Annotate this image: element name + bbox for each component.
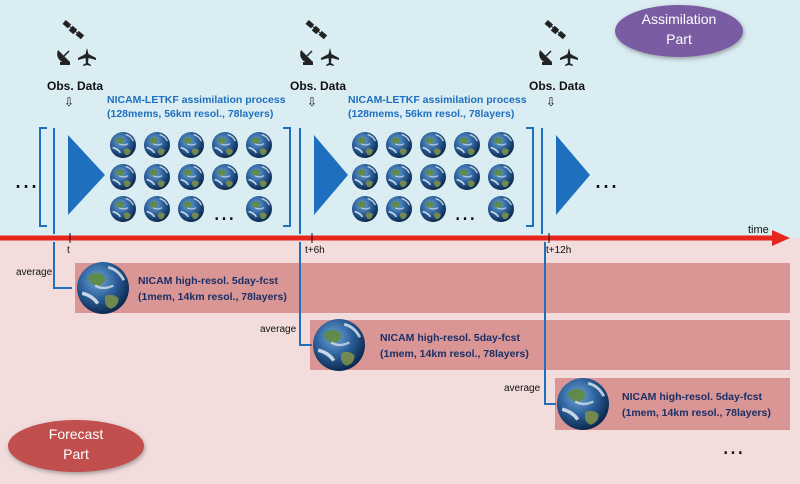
earth-globe-icon <box>177 163 205 191</box>
ensemble-members-2 <box>351 131 515 223</box>
ellipsis-forecast: … <box>722 435 744 460</box>
funnel-triangle-1 <box>68 135 105 215</box>
average-label-3: average <box>504 383 541 394</box>
obs-group-3: Obs. Data ⇩ <box>529 19 585 109</box>
forecast-3-line2: (1mem, 14km resol., 78layers) <box>622 407 771 419</box>
ensemble-bracket-left-1 <box>39 127 47 227</box>
tick-label-t6: t+6h <box>305 245 325 256</box>
obs-down-arrow: ⇩ <box>546 95 556 109</box>
ensemble-bracket-right-1 <box>283 127 291 227</box>
earth-globe-icon <box>487 163 515 191</box>
average-line-2 <box>299 242 312 346</box>
obs-down-arrow: ⇩ <box>64 95 74 109</box>
forecast-1-line1: NICAM high-resol. 5day-fcst <box>138 275 279 287</box>
earth-globe-icon <box>419 195 447 223</box>
earth-globe-icon <box>385 131 413 159</box>
ellipsis-start: … <box>14 166 38 194</box>
ellipsis-ensemble-1: … <box>213 201 235 226</box>
obs-down-arrow: ⇩ <box>307 95 317 109</box>
forecast-2-line1: NICAM high-resol. 5day-fcst <box>380 332 521 344</box>
earth-globe-icon <box>245 131 273 159</box>
ellipsis-after-funnel: … <box>594 166 618 194</box>
earth-globe-icon <box>211 163 239 191</box>
earth-globe-icon <box>245 163 273 191</box>
forecast-badge-line2: Part <box>63 446 89 462</box>
forecast-globe-2 <box>311 317 367 373</box>
earth-globe-icon <box>109 163 137 191</box>
earth-globe-icon <box>177 195 205 223</box>
earth-globe-icon <box>177 131 205 159</box>
forecast-1-line2: (1mem, 14km resol., 78layers) <box>138 291 287 303</box>
forecast-part-badge <box>8 420 144 472</box>
forecast-globe-1 <box>75 260 131 316</box>
funnel-triangle-3 <box>556 135 590 215</box>
earth-globe-icon <box>487 131 515 159</box>
ensemble-bracket-right-2 <box>526 127 534 227</box>
earth-globe-icon <box>109 131 137 159</box>
forecast-globe-3 <box>555 376 611 432</box>
earth-globe-icon <box>385 195 413 223</box>
forecast-badge-line1: Forecast <box>49 426 104 442</box>
funnel-triangle-2 <box>314 135 348 215</box>
assimilation-part-badge <box>615 5 743 57</box>
earth-globe-icon <box>351 163 379 191</box>
earth-globe-icon <box>487 195 515 223</box>
earth-globe-icon <box>143 131 171 159</box>
earth-globe-icon <box>419 163 447 191</box>
earth-globe-icon <box>351 131 379 159</box>
average-label-1: average <box>16 267 53 278</box>
forecast-2-line2: (1mem, 14km resol., 78layers) <box>380 348 529 360</box>
earth-globe-icon <box>385 163 413 191</box>
earth-globe-icon <box>419 131 447 159</box>
ensemble-members-1 <box>109 131 273 223</box>
obs-group-1: Obs. Data ⇩ <box>47 19 103 109</box>
process-1-line2: (128mems, 56km resol., 78layers) <box>107 108 273 120</box>
process-2-line2: (128mems, 56km resol., 78layers) <box>348 108 514 120</box>
obs-data-label: Obs. Data <box>47 79 103 93</box>
obs-group-2: Obs. Data ⇩ <box>290 19 346 109</box>
process-1-line1: NICAM-LETKF assimilation process <box>107 94 286 106</box>
assimilation-badge-line1: Assimilation <box>642 11 717 27</box>
earth-globe-icon <box>143 163 171 191</box>
earth-globe-icon <box>453 163 481 191</box>
ellipsis-ensemble-2: … <box>454 201 476 226</box>
tick-label-t: t <box>67 245 70 256</box>
timeline-axis-label: time <box>748 224 769 236</box>
average-line-1 <box>53 242 72 289</box>
obs-data-label: Obs. Data <box>290 79 346 93</box>
earth-globe-icon <box>245 195 273 223</box>
average-label-2: average <box>260 324 297 335</box>
forecast-band-2 <box>310 320 790 370</box>
earth-globe-icon <box>453 131 481 159</box>
forecast-band-1 <box>75 263 790 313</box>
process-2-line1: NICAM-LETKF assimilation process <box>348 94 527 106</box>
earth-globe-icon <box>351 195 379 223</box>
obs-data-label: Obs. Data <box>529 79 585 93</box>
forecast-3-line1: NICAM high-resol. 5day-fcst <box>622 391 763 403</box>
assimilation-badge-line2: Part <box>666 31 692 47</box>
timeline-arrowhead <box>772 230 790 246</box>
tick-label-t12: t+12h <box>546 245 571 256</box>
earth-globe-icon <box>211 131 239 159</box>
earth-globe-icon <box>109 195 137 223</box>
earth-globe-icon <box>143 195 171 223</box>
average-line-3 <box>544 242 556 405</box>
